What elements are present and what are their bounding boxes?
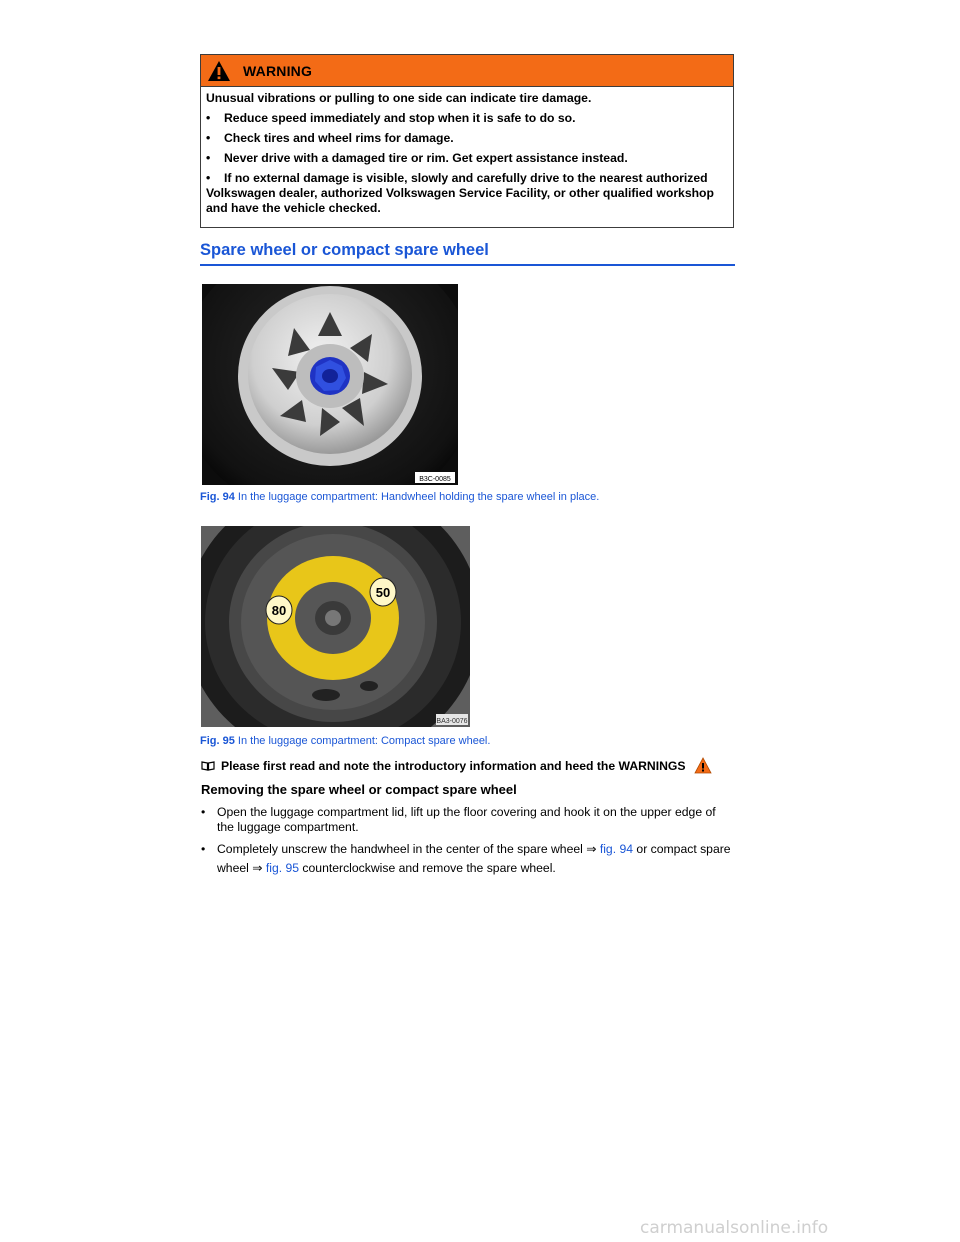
book-icon <box>201 760 215 771</box>
fig-95-link[interactable]: fig. 95 <box>265 861 300 875</box>
bullet: • <box>206 171 211 185</box>
bullet: • <box>201 805 206 819</box>
warning-item: • Reduce speed immediately and stop when … <box>206 111 727 126</box>
figure-label: Fig. 95 <box>200 735 235 747</box>
procedure-title: Removing the spare wheel or compact spar… <box>201 782 517 797</box>
procedure-step: • Completely unscrew the handwheel in th… <box>201 840 731 878</box>
bullet: • <box>206 111 211 125</box>
step-text-part: or compact spare wheel ⇒ <box>217 842 731 875</box>
figure-95-image: 80 50 BA3-0076 <box>201 526 470 727</box>
warning-body: Unusual vibrations or pulling to one sid… <box>201 87 733 227</box>
warning-title: WARNING <box>243 62 313 79</box>
warning-intro: Unusual vibrations or pulling to one sid… <box>206 91 592 105</box>
intro-note: Please first read and note the introduct… <box>201 757 712 774</box>
figure-94-image: B3C-0085 <box>202 284 458 485</box>
fig-94-link[interactable]: fig. 94 <box>599 842 634 856</box>
figure-94-caption: Fig. 94 In the luggage compartment: Hand… <box>200 491 599 503</box>
warning-item: • Never drive with a damaged tire or rim.… <box>206 151 727 166</box>
sticker-speed-right: 50 <box>376 585 390 600</box>
warning-item-text: Reduce speed immediately and stop when i… <box>224 111 576 125</box>
warning-item: • Check tires and wheel rims for damage. <box>206 131 727 146</box>
warning-box: WARNING Unusual vibrations or pulling to… <box>200 54 734 228</box>
step-text-part: Completely unscrew the handwheel in the … <box>217 842 597 856</box>
step-text-part: counterclockwise and remove the spare wh… <box>299 861 556 875</box>
bullet: • <box>206 131 211 145</box>
section-title: Spare wheel or compact spare wheel <box>200 241 735 266</box>
warning-item-text: Never drive with a damaged tire or rim. … <box>224 151 628 165</box>
bullet: • <box>206 151 211 165</box>
warning-item-text: If no external damage is visible, slowly… <box>206 171 714 215</box>
figure-95-caption: Fig. 95 In the luggage compartment: Comp… <box>200 735 490 747</box>
figure-94-code: B3C-0085 <box>419 476 451 483</box>
step-text: Open the luggage compartment lid, lift u… <box>217 805 716 834</box>
figure-95-code: BA3-0076 <box>436 718 467 725</box>
warning-item: •If no external damage is visible, slowl… <box>206 171 727 216</box>
watermark: carmanualsonline.info <box>640 1218 829 1238</box>
warning-triangle-icon[interactable] <box>693 757 712 774</box>
warning-triangle-icon <box>208 60 230 81</box>
step-text: Completely unscrew the handwheel in the … <box>217 840 731 878</box>
caption-text: In the luggage compartment: Handwheel ho… <box>237 491 600 503</box>
bullet: • <box>201 842 206 856</box>
figure-label: Fig. 94 <box>200 491 235 503</box>
caption-text: In the luggage compartment: Compact spar… <box>237 735 491 747</box>
warning-header: WARNING <box>201 55 733 87</box>
warning-item-text: Check tires and wheel rims for damage. <box>224 131 454 145</box>
note-text: Please first read and note the introduct… <box>221 758 686 773</box>
sticker-speed-left: 80 <box>272 603 286 618</box>
procedure-step: • Open the luggage compartment lid, lift… <box>201 805 731 835</box>
